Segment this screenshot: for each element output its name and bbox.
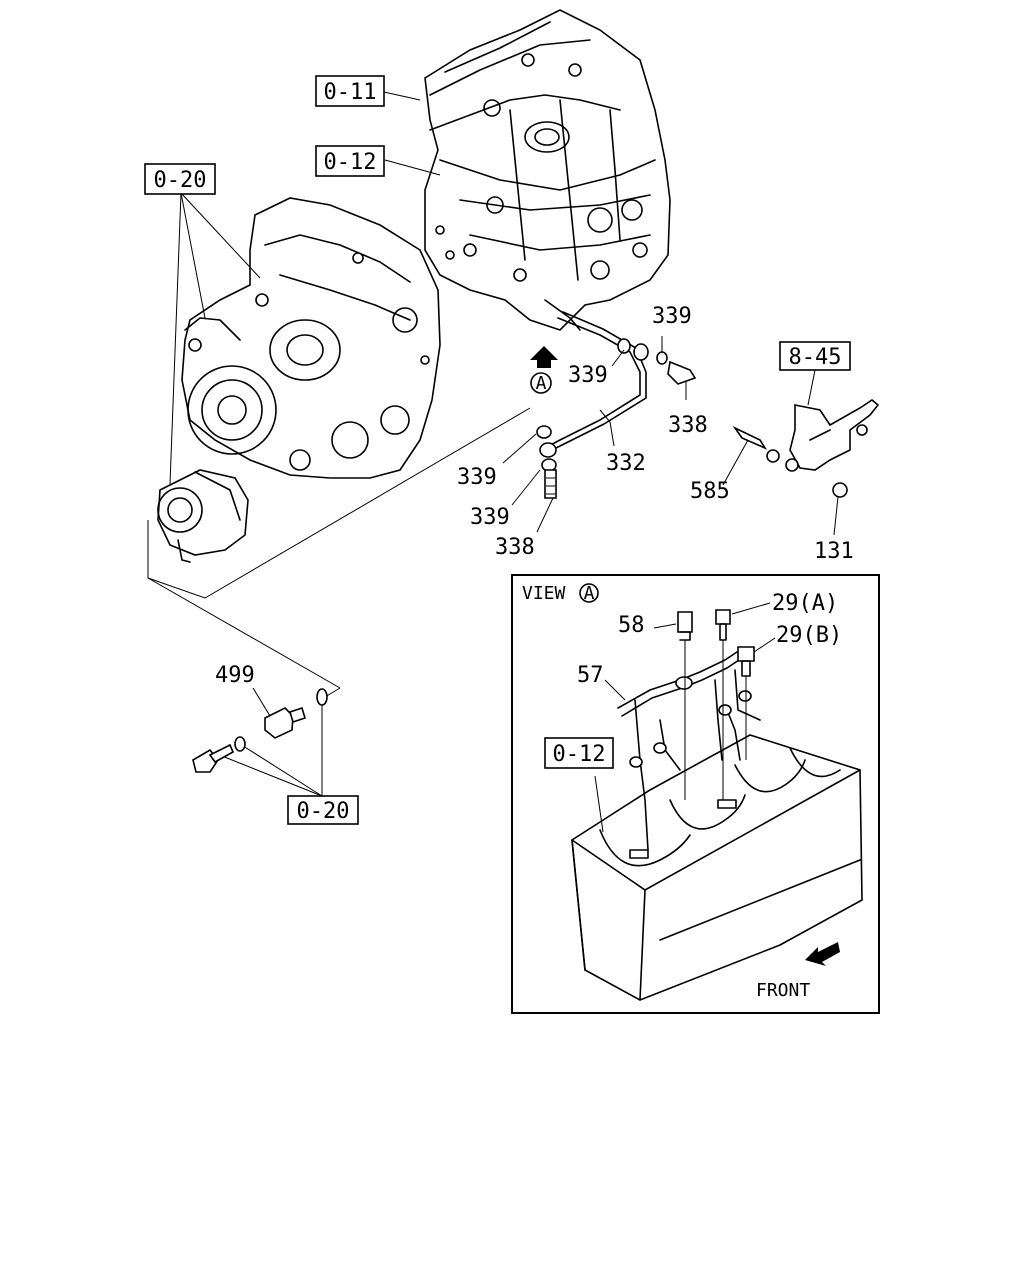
label-338-right: 338: [668, 413, 708, 438]
reference-label: 0-20: [154, 168, 207, 193]
front-cover-drawing: [181, 197, 441, 479]
engine-block-drawing: [424, 9, 671, 331]
reference-label: 0-12: [553, 742, 606, 767]
front-arrow-icon: [805, 942, 840, 966]
arrow-marker-letter: A: [536, 373, 547, 394]
water-fitting-assembly: [722, 399, 880, 536]
label-499: 499: [215, 663, 255, 688]
ref-box-0-12-top: 0-12: [315, 145, 385, 177]
label-338-lower: 338: [495, 535, 535, 560]
reference-label: 8-45: [789, 345, 842, 370]
reference-label: 0-12: [324, 150, 377, 175]
label-339-lower: 339: [470, 505, 510, 530]
label-339-top-right: 339: [652, 304, 692, 329]
front-label: FRONT: [756, 980, 810, 1001]
label-131: 131: [814, 539, 854, 564]
part-499-assembly: [192, 687, 328, 773]
ref-box-0-12-view: 0-12: [544, 737, 614, 769]
ref-box-8-45: 8-45: [779, 341, 851, 371]
ref-box-0-11: 0-11: [315, 75, 385, 107]
label-339-mid: 339: [568, 363, 608, 388]
label-332: 332: [606, 451, 646, 476]
label-57: 57: [577, 663, 604, 688]
reference-label: 0-11: [324, 80, 377, 105]
reference-label: 0-20: [297, 799, 350, 824]
label-339-left: 339: [457, 465, 497, 490]
view-title: VIEW: [522, 583, 566, 604]
label-29a: 29(A): [772, 591, 838, 616]
leader-lines: [147, 91, 816, 797]
ref-box-0-20-top: 0-20: [144, 163, 216, 195]
label-58: 58: [618, 613, 645, 638]
oil-pipe-assembly: [502, 311, 697, 533]
label-585: 585: [690, 479, 730, 504]
vacuum-pump-drawing: [157, 469, 249, 563]
view-a-inset: VIEW A: [511, 574, 880, 1014]
view-marker: A: [584, 583, 595, 604]
ref-box-0-20-bottom: 0-20: [287, 795, 359, 825]
label-29b: 29(B): [776, 623, 842, 648]
